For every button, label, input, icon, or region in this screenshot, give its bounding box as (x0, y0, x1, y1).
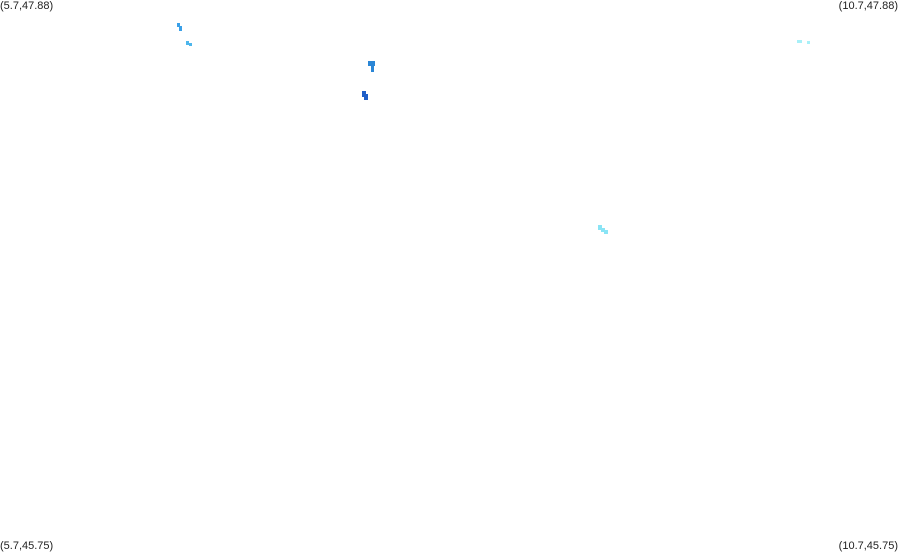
feature-2-shape-b (189, 43, 192, 46)
feature-6-shape-a (797, 40, 802, 43)
feature-2-shape-a (186, 41, 189, 45)
corner-label-bottom-left: (5.7,45.75) (0, 540, 54, 552)
feature-5-shape-c (604, 230, 608, 234)
feature-1-shape-b (179, 26, 182, 31)
corner-label-bottom-right: (10.7,45.75) (838, 540, 898, 552)
map-feature-lake-3 (368, 61, 376, 73)
feature-3-shape-a (368, 61, 375, 66)
feature-5-shape-a (598, 225, 602, 230)
feature-1-shape-a (177, 23, 180, 27)
map-feature-lake-4 (362, 91, 370, 101)
feature-5-shape-b (601, 228, 605, 232)
corner-label-top-right: (10.7,47.88) (838, 0, 898, 12)
corner-label-top-left: (5.7,47.88) (0, 0, 54, 12)
feature-3-shape-b (371, 65, 374, 72)
map-feature-lake-2 (186, 41, 194, 47)
feature-6-shape-b (807, 41, 810, 44)
map-feature-lake-5 (598, 225, 610, 235)
map-feature-lake-1 (176, 23, 184, 33)
map-feature-lake-6 (797, 39, 813, 45)
feature-4-shape-b (364, 94, 368, 100)
